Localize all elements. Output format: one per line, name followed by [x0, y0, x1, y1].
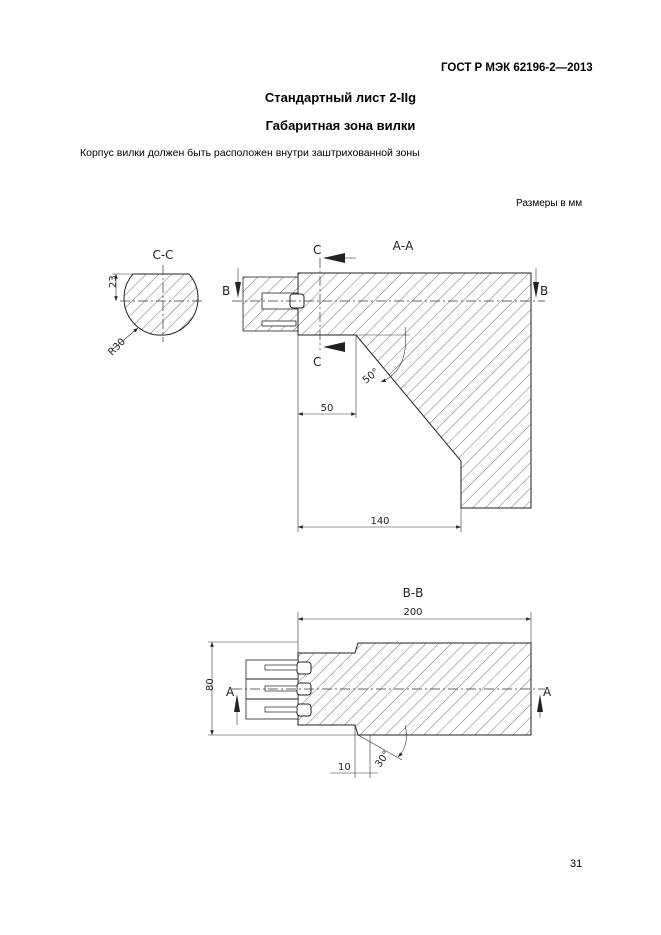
angle-30: 30°	[373, 749, 392, 770]
section-aa-label: А-А	[393, 239, 415, 253]
cut-b-left-label: B	[222, 284, 230, 298]
dim-200: 200	[403, 607, 422, 618]
sheet-subtitle: Габаритная зона вилки	[265, 118, 416, 133]
dim-140: 140	[370, 516, 389, 527]
page-number: 31	[570, 858, 583, 870]
section-bb-view: В-В 200 80 A A 10 30°	[205, 586, 552, 778]
cut-a-left-label: A	[226, 685, 235, 699]
cut-a-right-label: A	[543, 685, 552, 699]
sheet-title: Стандартный лист 2-IIg	[264, 90, 417, 105]
section-bb-label: В-В	[403, 586, 424, 600]
section-cc-label: С-С	[152, 248, 173, 262]
units-note: Размеры в мм	[516, 198, 583, 209]
angle-50: 50°	[361, 366, 382, 386]
standard-designation: ГОСТ Р МЭК 62196-2—2013	[441, 62, 593, 74]
dim-10: 10	[338, 762, 351, 773]
dim-80: 80	[205, 678, 216, 691]
section-aa-view: А-А С С B B 50 140 50°	[222, 239, 548, 532]
note-text: Корпус вилки должен быть расположен внут…	[80, 147, 420, 159]
dim-r30: R30	[106, 336, 128, 358]
cut-b-right-label: B	[540, 284, 548, 298]
section-cc-view: С-С 23 R30	[106, 248, 205, 358]
dim-23: 23	[108, 275, 119, 288]
cut-c-top-label: С	[313, 243, 321, 257]
dim-50: 50	[321, 403, 334, 414]
cut-c-bottom-label: С	[313, 355, 321, 369]
